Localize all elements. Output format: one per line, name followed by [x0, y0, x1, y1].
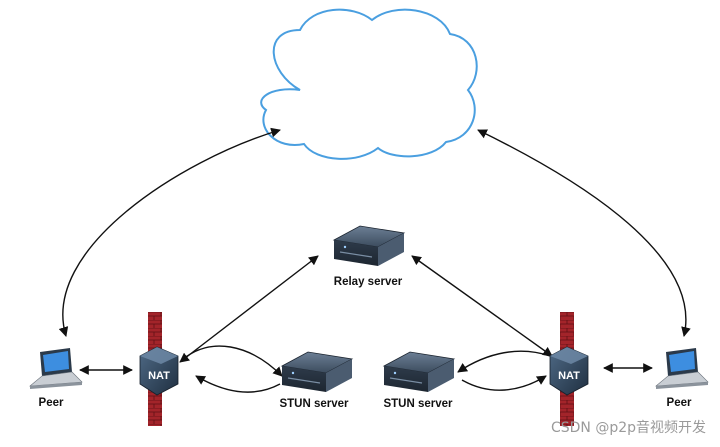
watermark: CSDN @p2p音视频开发: [550, 420, 706, 436]
stun-server-right-icon: [382, 351, 456, 392]
nat-left-icon: [139, 346, 179, 396]
peer-right-laptop-icon: [655, 348, 709, 389]
arrow-relay-nat-right: [411, 255, 553, 357]
arrow-nat-to-stun-left: [181, 345, 283, 377]
arrow-nat-relay: [179, 255, 319, 363]
relay-server-label: Relay server: [333, 276, 403, 288]
internet-cloud: [260, 8, 478, 160]
nat-right-icon: [549, 346, 589, 396]
relay-server-icon: [332, 225, 406, 266]
arrow-stun-right-to-nat: [461, 375, 547, 391]
arrow-nat-to-stun-right: [457, 350, 551, 373]
arrow-peer-right-cloud: [477, 129, 691, 337]
arrow-peer-left-cloud: [58, 127, 281, 337]
arrow-stun-left-to-nat: [195, 375, 281, 393]
stun-server-left-icon: [280, 351, 354, 392]
connections: [58, 127, 691, 393]
nat-right-label: NAT: [558, 370, 580, 382]
stun-server-left-label: STUN server: [279, 398, 349, 410]
peer-left-label: Peer: [38, 397, 64, 409]
peer-right-label: Peer: [666, 397, 692, 409]
nat-left-label: NAT: [148, 370, 170, 382]
peer-left-laptop-icon: [29, 348, 83, 389]
stun-server-right-label: STUN server: [383, 398, 453, 410]
